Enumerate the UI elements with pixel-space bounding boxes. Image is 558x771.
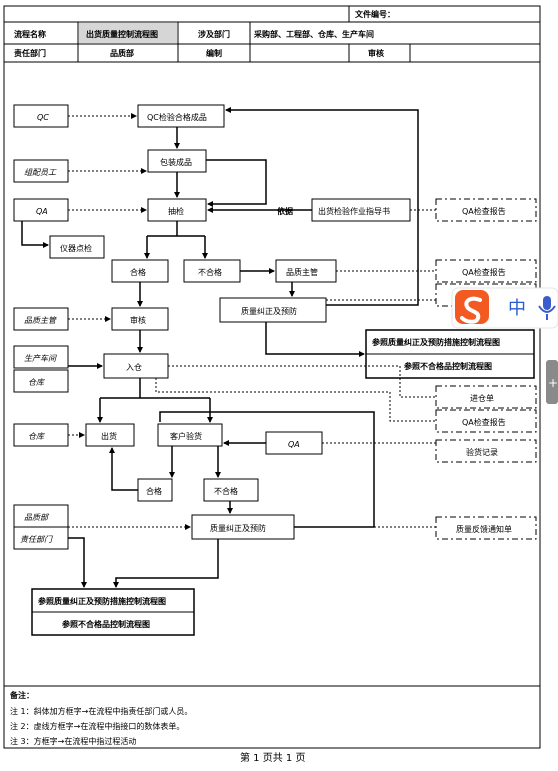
ship-label: 出货 <box>101 431 117 441</box>
record-inspection: 验货记录 <box>466 447 498 457</box>
dept-involved: 采购部、工程部、仓库、生产车间 <box>253 29 374 39</box>
role-production: 生产车间 <box>24 354 57 363</box>
record-qa-report-3-box <box>435 409 537 433</box>
page-footer: 第 1 页共 1 页 <box>240 751 305 764</box>
role-quality-manager: 品质主管 <box>24 316 58 325</box>
correct2-box <box>191 514 295 540</box>
process-name-shade <box>79 23 177 43</box>
correct-box <box>219 297 327 323</box>
ime-toolbar[interactable]: 中 <box>451 287 558 329</box>
ref1-correct: 参照质量纠正及预防措施控制流程图 <box>371 337 500 347</box>
record-qa-report-2: QA检查报告 <box>462 267 506 277</box>
microphone-icon[interactable] <box>538 296 556 320</box>
sogou-logo-icon[interactable] <box>455 290 489 324</box>
file-number-label: 文件编号： <box>355 9 395 19</box>
role-quality-dept: 品质部 <box>24 513 50 522</box>
pack-label: 包装成品 <box>160 157 192 167</box>
record-stock-in: 进仓单 <box>470 393 494 403</box>
review-label-box: 审核 <box>130 315 146 325</box>
ship-box <box>85 423 135 447</box>
note-1: 注 1：斜体加方框字→在流程中指责任部门或人员。 <box>10 706 192 716</box>
note-3: 注 3：方框字→在流程中指过程活动 <box>10 736 136 746</box>
record-qa-report-3: QA检查报告 <box>462 417 506 427</box>
review-label: 审核 <box>368 48 384 58</box>
role-warehouse-2: 仓库 <box>28 432 46 441</box>
customer-check-label: 客户验货 <box>170 431 202 441</box>
owner-dept-label: 责任部门 <box>14 48 46 58</box>
ref1-nonconform: 参照不合格品控制流程图 <box>403 361 492 371</box>
ime-expand-tab[interactable]: + <box>546 360 558 404</box>
record-stock-in-box <box>435 385 537 409</box>
sample-label: 抽检 <box>168 206 184 216</box>
role-production-box <box>13 345 69 369</box>
record-qa-report-2-box <box>435 259 537 283</box>
fail-label: 不合格 <box>198 267 222 277</box>
record-feedback: 质量反馈通知单 <box>456 524 512 534</box>
role-packer: 组配员工 <box>24 168 57 177</box>
fail2-label: 不合格 <box>214 486 238 496</box>
flow-connectors <box>21 107 419 588</box>
ref2-nonconform: 参照不合格品控制流程图 <box>61 619 150 629</box>
qc-inspect-box <box>137 104 225 128</box>
notes-box <box>3 685 541 749</box>
role-qa: QA <box>36 207 48 216</box>
fail2-box <box>203 478 259 502</box>
ref2-correct: 参照质量纠正及预防措施控制流程图 <box>37 596 166 606</box>
role-warehouse: 仓库 <box>28 378 46 387</box>
instrument-box <box>49 235 105 259</box>
role-warehouse-box <box>13 369 69 393</box>
basis-label: 依据 <box>277 206 293 216</box>
correct2-label: 质量纠正及预防 <box>210 523 266 533</box>
process-name-label: 流程名称 <box>14 29 46 39</box>
note-2: 注 2：虚线方框字→在流程中指接口的数体表单。 <box>10 721 184 731</box>
qa-customer-label: QA <box>288 440 300 449</box>
plus-icon[interactable]: + <box>548 376 558 390</box>
pass-label: 合格 <box>130 267 146 277</box>
qc-inspect-label: QC检验合格成品 <box>147 112 207 122</box>
notes-title: 备注： <box>9 690 34 700</box>
warehouse-in-label: 入仓 <box>126 362 142 372</box>
role-responsible-dept: 责任部门 <box>20 535 53 544</box>
record-inspection-box <box>435 439 537 463</box>
dotted-connectors <box>68 113 436 530</box>
process-name: 出货质量控制流程图 <box>86 29 158 39</box>
instrument-label: 仪器点检 <box>60 243 92 253</box>
record-qa-report-1: QA检查报告 <box>462 206 506 216</box>
record-feedback-box <box>435 516 537 540</box>
prepared-label: 编制 <box>206 48 222 58</box>
manager-label: 品质主管 <box>286 267 318 277</box>
correct-label: 质量纠正及预防 <box>241 306 297 316</box>
dept-involved-label: 涉及部门 <box>198 29 230 39</box>
owner-dept: 品质部 <box>110 48 134 58</box>
ime-mode-chinese[interactable]: 中 <box>508 298 526 319</box>
guide-label: 出货检验作业指导书 <box>318 206 390 216</box>
role-qc: QC <box>37 113 49 122</box>
pass2-label: 合格 <box>146 486 162 496</box>
customer-check-box <box>157 423 223 447</box>
